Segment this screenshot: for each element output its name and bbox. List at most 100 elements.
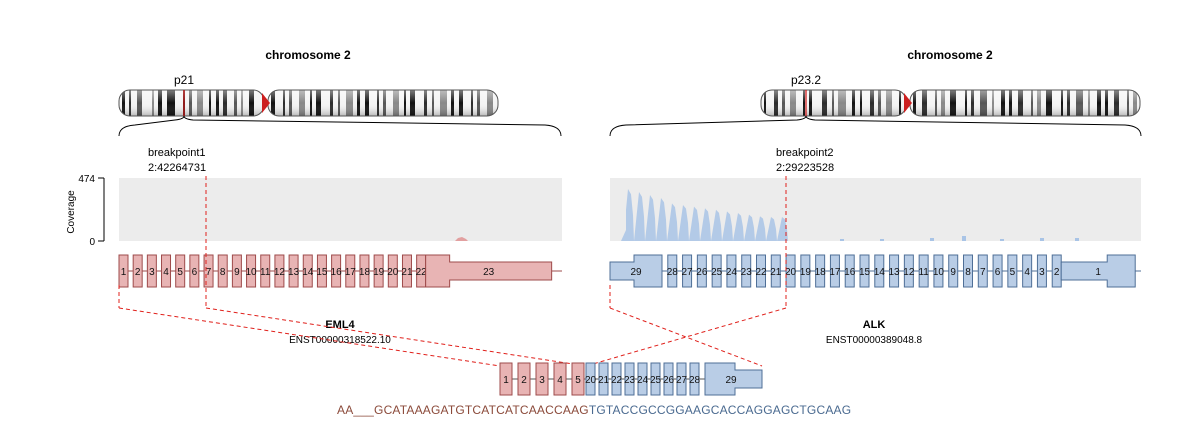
- alk-exon-label: 1: [1095, 267, 1101, 278]
- eml4-exon-label: 20: [387, 267, 399, 278]
- eml4-exon-label: 13: [288, 267, 300, 278]
- eml4-exon-7: 7: [203, 254, 214, 288]
- alk-exon-6: 6: [992, 254, 1003, 288]
- alk-exon-label: 11: [918, 267, 929, 278]
- right-zoom-brace: [609, 115, 1142, 137]
- eml4-exon-label: 3: [149, 267, 155, 278]
- junction-sequence: AA___GCATAAAGATGTCATCATCAACCAAGTGTACCGCC…: [337, 403, 851, 417]
- eml4-exon-label: 16: [331, 267, 343, 278]
- eml4-exon-label: 14: [302, 267, 314, 278]
- alk-exon-label: 15: [859, 267, 871, 278]
- eml4-exon-label: 23: [483, 267, 495, 278]
- alk-exon-label: 6: [995, 267, 1001, 278]
- alk-exon-label: 2: [1054, 267, 1060, 278]
- eml4-exon-label: 9: [234, 267, 240, 278]
- alk-exon-28: 28: [667, 254, 678, 288]
- eml4-exon-label: 22: [416, 267, 428, 278]
- eml4-exon-16: 16: [331, 254, 343, 288]
- left-centromere: [262, 93, 270, 113]
- eml4-exon-9: 9: [231, 254, 242, 288]
- eml4-exon-6: 6: [189, 254, 200, 288]
- alk-exon-label: 18: [815, 267, 827, 278]
- alk-exon-29: 29: [609, 254, 663, 288]
- fusion-exon-label: 27: [676, 375, 688, 386]
- coverage-axis-label: Coverage: [66, 190, 77, 234]
- alk-exon-label: 25: [711, 267, 723, 278]
- alk-exon-label: 24: [726, 267, 738, 278]
- alk-exon-2: 2: [1051, 254, 1062, 288]
- eml4-exon-4: 4: [161, 254, 172, 288]
- eml4-exon-18: 18: [359, 254, 370, 288]
- coverage-min-label: 0: [89, 237, 95, 248]
- alk-exon-11: 11: [918, 254, 929, 288]
- fusion-exon-label: 25: [650, 375, 662, 386]
- fusion-alk-exon-22: 22: [611, 362, 622, 396]
- right-chromosome-ideogram: [760, 89, 1141, 117]
- fusion-eml4-exon-2: 2: [517, 362, 531, 396]
- alk-exon-label: 23: [741, 267, 753, 278]
- alk-exon-label: 10: [933, 267, 945, 278]
- fusion-alk-exon-29: 29: [704, 362, 763, 396]
- left-chromosome-ideogram: [118, 89, 499, 117]
- fusion-alk-exon-27: 27: [676, 362, 688, 396]
- alk-exon-10: 10: [933, 254, 945, 288]
- right-centromere: [904, 93, 912, 113]
- alk-exon-8: 8: [963, 254, 973, 288]
- eml4-exon-label: 2: [135, 267, 141, 278]
- alk-exon-label: 16: [844, 267, 856, 278]
- eml4-coverage-panel: [119, 178, 562, 241]
- eml4-exon-19: 19: [373, 254, 385, 288]
- fusion-exon-label: 5: [575, 375, 581, 386]
- fusion-alk-exon-25: 25: [650, 362, 662, 396]
- eml4-exon-label: 1: [121, 267, 127, 278]
- right-chromosome-title: chromosome 2: [907, 48, 993, 62]
- alk-exon-label: 26: [696, 267, 708, 278]
- coverage-max-label: 474: [78, 174, 95, 185]
- eml4-exon-20: 20: [387, 254, 399, 288]
- eml4-exon-label: 15: [316, 267, 328, 278]
- eml4-exon-23: 23: [425, 254, 553, 288]
- eml4-exon-12: 12: [274, 254, 285, 288]
- eml4-exon-15: 15: [316, 254, 328, 288]
- eml4-exon-label: 8: [220, 267, 226, 278]
- eml4-exon-label: 4: [163, 267, 169, 278]
- alk-exon-23: 23: [741, 254, 753, 288]
- eml4-exon-13: 13: [288, 254, 300, 288]
- eml4-gene-name: EML4: [325, 319, 355, 331]
- alk-exon-label: 17: [829, 267, 841, 278]
- eml4-exon-14: 14: [302, 254, 314, 288]
- fusion-exon-label: 1: [503, 375, 509, 386]
- alk-exon-label: 20: [785, 267, 797, 278]
- breakpoint2-label: breakpoint2: [776, 147, 834, 159]
- alk-exon-15: 15: [859, 254, 871, 288]
- eml4-exon-5: 5: [175, 254, 186, 288]
- alk-coverage-panel: [610, 178, 1141, 241]
- alk-exon-label: 4: [1024, 267, 1030, 278]
- alk-exon-18: 18: [815, 254, 827, 288]
- breakpoint1-label: breakpoint1: [148, 147, 206, 159]
- fusion-exon-label: 2: [521, 375, 527, 386]
- fusion-exon-label: 28: [689, 375, 701, 386]
- fusion-alk-exon-28: 28: [689, 362, 701, 396]
- fusion-exon-label: 4: [557, 375, 563, 386]
- fusion-exon-label: 26: [663, 375, 675, 386]
- fusion-exon-label: 29: [725, 375, 737, 386]
- breakpoint2-position: 2:29223528: [776, 162, 834, 174]
- eml4-transcript-id: ENST00000318522.10: [289, 335, 391, 346]
- breakpoint1-position: 2:42264731: [148, 162, 206, 174]
- eml4-exon-label: 21: [401, 267, 413, 278]
- alk-exon-13: 13: [889, 254, 900, 288]
- fusion-alk-exon-26: 26: [663, 362, 675, 396]
- alk-exon-16: 16: [844, 254, 856, 288]
- alk-gene-name: ALK: [863, 319, 886, 331]
- fusion-alk-exon-21: 21: [598, 362, 609, 396]
- alk-exon-27: 27: [682, 254, 693, 288]
- eml4-exon-label: 11: [260, 267, 271, 278]
- eml4-exon-1: 1: [118, 254, 129, 288]
- eml4-exon-17: 17: [345, 254, 356, 288]
- fusion-eml4-exon-4: 4: [553, 362, 567, 396]
- alk-exon-3: 3: [1036, 254, 1047, 288]
- alk-exon-label: 19: [800, 267, 812, 278]
